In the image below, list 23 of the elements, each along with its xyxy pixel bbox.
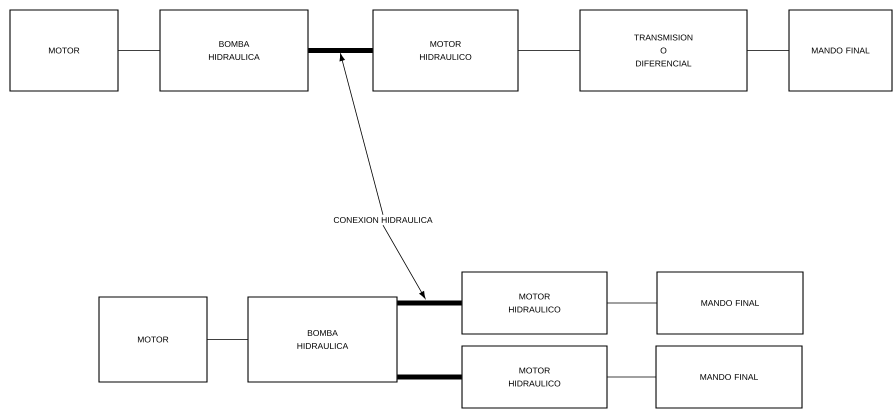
connector-line	[607, 302, 657, 304]
block-box: MOTOR	[98, 296, 208, 383]
leader-line	[340, 53, 384, 216]
block-box: MOTOR HIDRAULICO	[461, 271, 608, 335]
connector-line	[308, 48, 372, 53]
connector-line	[207, 339, 248, 340]
connector-line	[747, 50, 789, 51]
block-box: MOTOR	[9, 9, 119, 92]
connector-line	[518, 50, 580, 51]
block-box: MANDO FINAL	[656, 271, 804, 335]
block-box: BOMBA HIDRAULICA	[247, 296, 398, 383]
connector-line	[118, 50, 160, 51]
connector-line	[398, 374, 462, 380]
block-box: TRANSMISION O DIFERENCIAL	[579, 9, 748, 92]
block-box: BOMBA HIDRAULICA	[159, 9, 309, 92]
block-box: MANDO FINAL	[788, 9, 893, 92]
block-box: MOTOR HIDRAULICO	[461, 345, 608, 409]
block-box: MANDO FINAL	[655, 345, 803, 409]
callout-text: CONEXION HIDRAULICA	[334, 217, 433, 223]
block-box: MOTOR HIDRAULICO	[372, 9, 519, 92]
connector-line	[607, 376, 656, 378]
connector-line	[398, 300, 462, 306]
leader-line	[382, 224, 426, 299]
